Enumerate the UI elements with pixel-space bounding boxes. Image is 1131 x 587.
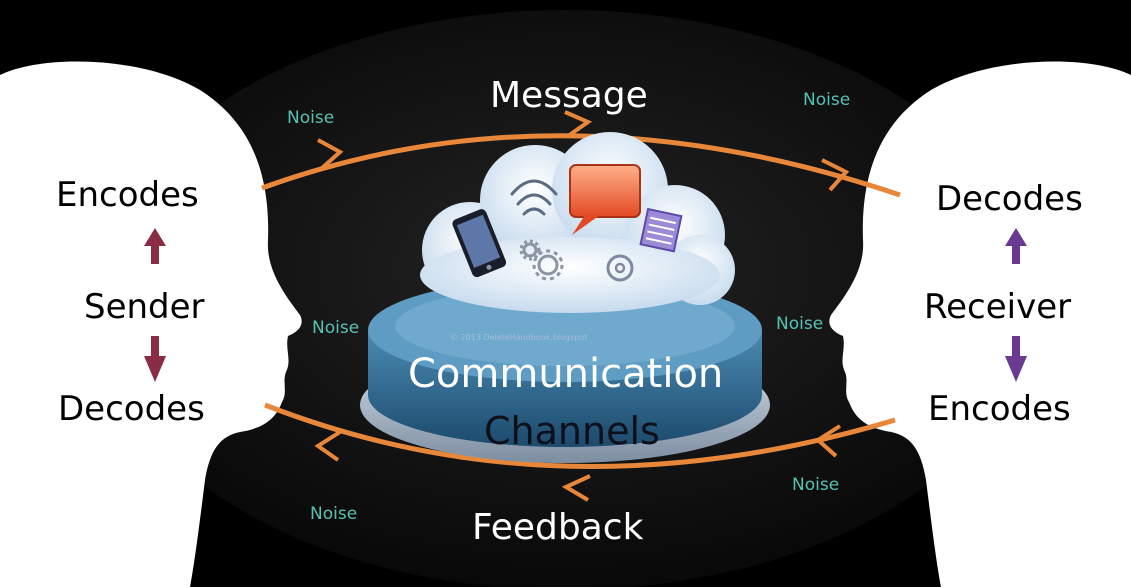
- feedback-arrowhead-2: [561, 474, 591, 502]
- feedback-arrowhead-1: [814, 424, 842, 458]
- phone-icon: [452, 209, 507, 278]
- receiver-down-arrow: [1005, 336, 1027, 382]
- receiver-label: Receiver: [924, 287, 1072, 327]
- message-arrowhead-2: [564, 110, 593, 138]
- noise-label-top-left: Noise: [287, 108, 335, 128]
- sender-decodes-label: Decodes: [58, 389, 205, 429]
- sender-head-silhouette: [0, 61, 302, 587]
- message-arrowhead-3: [821, 158, 850, 192]
- noise-label-bottom-right: Noise: [792, 475, 840, 495]
- channels-label: Channels: [484, 409, 660, 453]
- receiver-up-arrow: [1005, 228, 1027, 264]
- speech-bubble-icon: [569, 164, 641, 235]
- receiver-head-silhouette: [829, 61, 1131, 587]
- sender-down-arrow: [144, 336, 166, 382]
- at-sign-icon: [606, 254, 634, 282]
- feedback-arc: [264, 402, 896, 470]
- gears-icon: [519, 239, 564, 281]
- wifi-icon: [510, 179, 558, 216]
- sender-label: Sender: [84, 287, 205, 327]
- feedback-arrowhead-3: [314, 430, 342, 462]
- document-icon: [639, 207, 683, 253]
- receiver-decodes-label: Decodes: [936, 179, 1083, 219]
- message-label: Message: [490, 75, 648, 116]
- receiver-encodes-label: Encodes: [928, 389, 1071, 429]
- noise-label-mid-right: Noise: [776, 314, 824, 334]
- noise-label-top-right: Noise: [803, 90, 851, 110]
- channel-watermark: © 2013 DeleteHandbook.blogspot: [450, 333, 588, 342]
- noise-label-bottom-left: Noise: [310, 504, 358, 524]
- feedback-label: Feedback: [472, 507, 644, 548]
- communication-label: Communication: [408, 351, 724, 397]
- noise-label-mid-left: Noise: [312, 318, 360, 338]
- sender-up-arrow: [144, 228, 166, 264]
- sender-encodes-label: Encodes: [56, 175, 199, 215]
- message-arrowhead-1: [317, 138, 344, 170]
